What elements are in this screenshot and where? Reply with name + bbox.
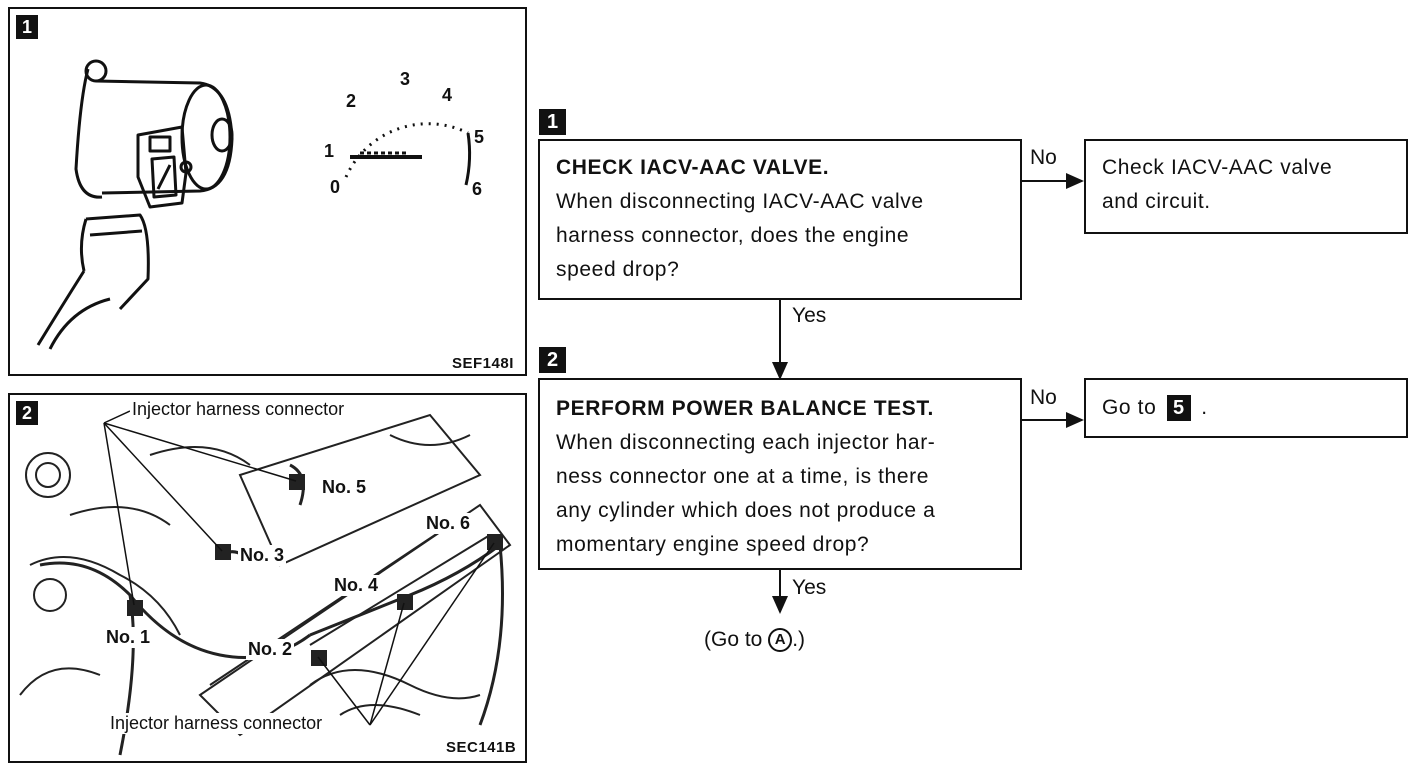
figure-1-tag: 1 <box>16 15 38 39</box>
step-2-line-2: ness connector one at a time, is there <box>556 465 929 488</box>
step-2-no-result-prefix: Go to <box>1102 396 1157 419</box>
tachometer-gauge <box>344 122 472 186</box>
label-no-4: No. 4 <box>332 575 381 596</box>
step-2-no-result-box: Go to 5 . <box>1084 378 1408 438</box>
label-injector-harness-bottom: Injector harness connector <box>108 713 325 734</box>
step-1-tag: 1 <box>539 109 566 135</box>
engine-illustration <box>19 410 512 756</box>
figure-1-panel: 1 0 <box>8 7 527 376</box>
step-5-reference-tag: 5 <box>1166 395 1191 422</box>
connector-a-circle: A <box>768 628 793 653</box>
step-1-no-result-line-2: and circuit. <box>1102 190 1211 213</box>
figure-2-panel: 2 <box>8 393 527 763</box>
step-2-line-4: momentary engine speed drop? <box>556 533 870 556</box>
step-2-box: PERFORM POWER BALANCE TEST. When disconn… <box>538 378 1022 570</box>
step-1-no-label: No <box>1030 146 1057 169</box>
figure-2-code: SEC141B <box>446 739 517 756</box>
label-injector-harness-top: Injector harness connector <box>130 399 347 420</box>
step-2-no-label: No <box>1030 386 1057 409</box>
step-1-no-result-line-1: Check IACV-AAC valve <box>1102 156 1333 179</box>
step-2-no-result-suffix: . <box>1201 396 1208 419</box>
step-1-line-3: speed drop? <box>556 258 680 281</box>
step-1-box: CHECK IACV-AAC VALVE. When disconnecting… <box>538 139 1022 300</box>
go-to-prefix: (Go to <box>704 628 763 651</box>
gauge-tick-4: 4 <box>442 85 453 105</box>
step-2-yes-label: Yes <box>792 576 827 599</box>
label-no-2: No. 2 <box>246 639 295 660</box>
step-1-yes-label: Yes <box>792 304 827 327</box>
gauge-tick-5: 5 <box>474 127 485 147</box>
step-2-title: PERFORM POWER BALANCE TEST. <box>556 397 934 420</box>
label-no-5: No. 5 <box>320 477 369 498</box>
label-no-1: No. 1 <box>104 627 153 648</box>
gauge-tick-0: 0 <box>330 177 341 197</box>
step-2-tag: 2 <box>539 347 566 373</box>
figure-1-code: SEF148I <box>452 355 514 372</box>
iacv-valve-illustration <box>36 59 234 350</box>
gauge-tick-2: 2 <box>346 91 357 111</box>
gauge-tick-1: 1 <box>324 141 335 161</box>
label-no-6: No. 6 <box>424 513 473 534</box>
go-to-suffix: .) <box>792 628 806 651</box>
figure-2-tag: 2 <box>16 401 38 425</box>
step-1-line-1: When disconnecting IACV-AAC valve <box>556 190 924 213</box>
go-to-a-reference: (Go to A.) <box>704 628 806 653</box>
step-1-no-result-box: Check IACV-AAC valve and circuit. <box>1084 139 1408 234</box>
gauge-tick-3: 3 <box>400 69 411 89</box>
label-no-3: No. 3 <box>238 545 287 566</box>
gauge-tick-6: 6 <box>472 179 483 199</box>
step-1-title: CHECK IACV-AAC VALVE. <box>556 156 830 179</box>
step-2-line-3: any cylinder which does not produce a <box>556 499 936 522</box>
step-1-line-2: harness connector, does the engine <box>556 224 910 247</box>
step-2-line-1: When disconnecting each injector har- <box>556 431 936 454</box>
